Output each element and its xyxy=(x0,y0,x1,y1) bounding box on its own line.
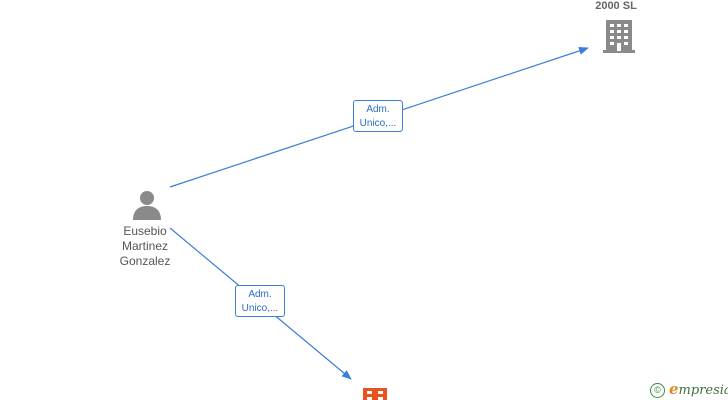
building-icon[interactable] xyxy=(362,388,388,400)
edge-label-bottom[interactable]: Adm. Unico,... xyxy=(235,285,285,317)
building-icon[interactable] xyxy=(603,18,635,54)
person-label[interactable]: Eusebio Martinez Gonzalez xyxy=(104,224,186,269)
edge-label-bottom-line-1: Adm. xyxy=(248,289,272,300)
person-label-line-1: Eusebio xyxy=(123,224,167,238)
brand-rest: mpresia xyxy=(678,383,728,398)
edge-label-top[interactable]: Adm. Unico,... xyxy=(353,100,403,132)
brand-initial: e xyxy=(669,380,679,398)
person-label-line-3: Gonzalez xyxy=(119,254,171,268)
empresia-watermark: ©empresia xyxy=(650,379,728,399)
edge-label-top-line-2: Unico,... xyxy=(359,118,397,129)
brand-name: empresia xyxy=(669,380,728,398)
person-icon[interactable] xyxy=(131,190,163,220)
edge-label-top-line-1: Adm. xyxy=(366,104,390,115)
person-label-line-2: Martinez xyxy=(121,239,168,253)
edge-label-bottom-line-2: Unico,... xyxy=(241,303,279,314)
company-top-label[interactable]: 2000 SL xyxy=(595,0,637,12)
copyright-icon: © xyxy=(650,382,665,398)
